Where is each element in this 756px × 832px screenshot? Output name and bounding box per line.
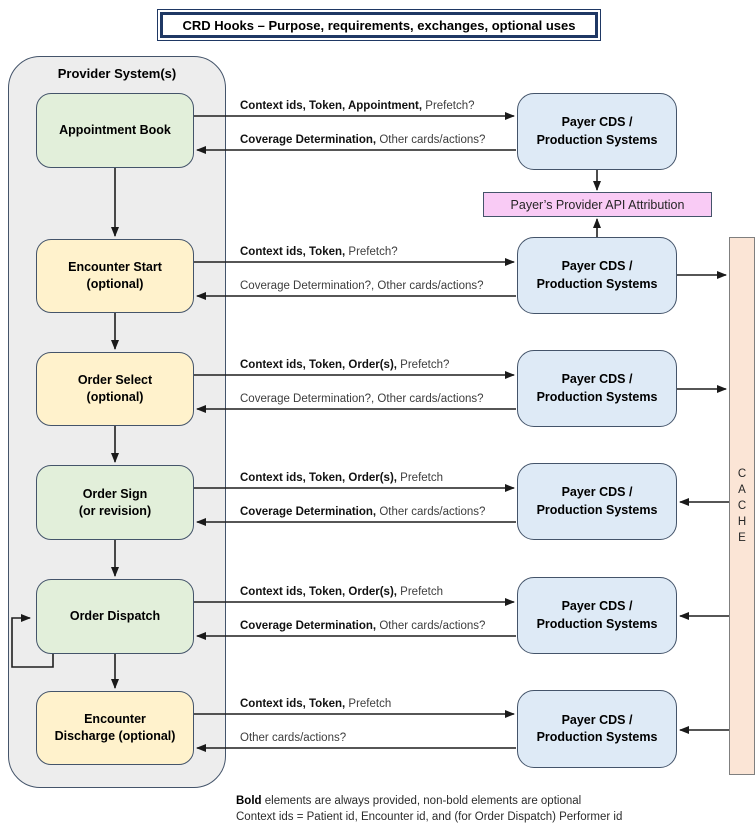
payer-cds-box-4: Payer CDS / Production Systems <box>517 463 677 540</box>
request-label-rest: Prefetch? <box>422 100 475 112</box>
payer-label-line2: Production Systems <box>536 616 658 631</box>
footer-bold-word: Bold <box>236 795 262 807</box>
request-label-rest: Prefetch <box>396 586 444 598</box>
request-label-bold: Context ids, Token, Appointment, <box>240 100 423 112</box>
payer-label-line2: Production Systems <box>536 502 658 517</box>
payer-label-line2: Production Systems <box>536 389 658 404</box>
hook-order-dispatch: Order Dispatch <box>36 579 194 654</box>
request-label-1: Context ids, Token, Appointment, Prefetc… <box>240 100 475 112</box>
hook-order-select: Order Select (optional) <box>36 352 194 426</box>
diagram-title: CRD Hooks – Purpose, requirements, excha… <box>160 12 598 38</box>
payer-cds-box-1: Payer CDS / Production Systems <box>517 93 677 170</box>
payer-label-line1: Payer CDS / <box>561 259 633 273</box>
payer-label-line1: Payer CDS / <box>561 372 633 386</box>
hook-order-sign: Order Sign (or revision) <box>36 465 194 540</box>
diagram-title-box: CRD Hooks – Purpose, requirements, excha… <box>157 9 601 41</box>
provider-systems-label: Provider System(s) <box>57 66 177 81</box>
request-label-bold: Context ids, Token, Order(s), <box>240 359 397 371</box>
hook-encounter-start: Encounter Start (optional) <box>36 239 194 313</box>
payer-label-line2: Production Systems <box>536 276 658 291</box>
hook-label-line1: Encounter <box>84 712 146 727</box>
hook-label-line2: Discharge (optional) <box>54 729 176 743</box>
cache-box: C A C H E <box>729 237 755 775</box>
hook-label-line2: (optional) <box>86 277 144 291</box>
request-label-3: Context ids, Token, Order(s), Prefetch? <box>240 359 449 371</box>
response-label-rest: Coverage Determination?, Other cards/act… <box>240 280 484 292</box>
response-label-2: Coverage Determination?, Other cards/act… <box>240 280 484 292</box>
response-label-bold: Coverage Determination, <box>240 134 377 146</box>
cache-letter: A <box>738 484 746 496</box>
hook-label-line1: Appointment Book <box>59 123 171 138</box>
request-label-rest: Prefetch <box>345 698 392 710</box>
request-label-rest: Prefetch? <box>396 359 450 371</box>
hook-label-line1: Order Dispatch <box>69 609 161 624</box>
response-label-rest: Other cards/actions? <box>376 134 486 146</box>
request-label-4: Context ids, Token, Order(s), Prefetch <box>240 472 443 484</box>
response-label-5: Coverage Determination, Other cards/acti… <box>240 620 485 632</box>
footer-notes: Bold elements are always provided, non-b… <box>236 794 622 825</box>
hook-appointment-book: Appointment Book <box>36 93 194 168</box>
payer-label-line1: Payer CDS / <box>561 115 633 129</box>
response-label-bold: Coverage Determination, <box>240 506 377 518</box>
footer-line1-rest: elements are always provided, non-bold e… <box>261 795 582 807</box>
hook-label-line2: (or revision) <box>78 503 152 518</box>
hook-encounter-discharge: Encounter Discharge (optional) <box>36 691 194 765</box>
footer-line-2: Context ids = Patient id, Encounter id, … <box>236 810 623 823</box>
request-label-bold: Context ids, Token, <box>240 246 346 258</box>
cache-letter: C <box>737 468 747 480</box>
payer-label-line1: Payer CDS / <box>561 712 633 727</box>
payer-provider-api-attribution-box: Payer’s Provider API Attribution <box>483 192 712 217</box>
payer-cds-box-2: Payer CDS / Production Systems <box>517 237 677 314</box>
payer-cds-box-5: Payer CDS / Production Systems <box>517 577 677 654</box>
payer-label-line1: Payer CDS / <box>561 485 633 499</box>
request-label-rest: Prefetch <box>396 472 444 484</box>
payer-label-line2: Production Systems <box>536 132 658 147</box>
response-label-6: Other cards/actions? <box>240 732 346 744</box>
request-label-2: Context ids, Token, Prefetch? <box>240 246 398 258</box>
payer-label-line1: Payer CDS / <box>561 599 633 613</box>
request-label-bold: Context ids, Token, <box>240 698 346 710</box>
hook-label-line1: Order Sign <box>82 486 148 501</box>
payer-cds-box-3: Payer CDS / Production Systems <box>517 350 677 427</box>
request-label-bold: Context ids, Token, Order(s), <box>240 472 397 484</box>
request-label-rest: Prefetch? <box>345 246 398 258</box>
request-label-5: Context ids, Token, Order(s), Prefetch <box>240 586 443 598</box>
hook-label-line2: (optional) <box>86 390 144 404</box>
response-label-rest: Coverage Determination?, Other cards/act… <box>240 393 484 405</box>
cache-letter: H <box>737 516 747 528</box>
hook-label-line1: Order Select <box>77 373 153 388</box>
hook-label-line1: Encounter Start <box>68 260 162 275</box>
response-label-rest: Other cards/actions? <box>240 732 347 744</box>
cache-letter: C <box>737 500 747 512</box>
response-label-rest: Other cards/actions? <box>376 506 486 518</box>
response-label-4: Coverage Determination, Other cards/acti… <box>240 506 485 518</box>
response-label-3: Coverage Determination?, Other cards/act… <box>240 393 484 405</box>
request-label-6: Context ids, Token, Prefetch <box>240 698 391 710</box>
cache-letter: E <box>738 532 746 544</box>
footer-line-1: Bold elements are always provided, non-b… <box>236 794 622 810</box>
response-label-rest: Other cards/actions? <box>376 620 486 632</box>
request-label-bold: Context ids, Token, Order(s), <box>240 586 397 598</box>
response-label-1: Coverage Determination, Other cards/acti… <box>240 134 485 146</box>
payer-label-line2: Production Systems <box>536 730 658 744</box>
payer-cds-box-6: Payer CDS / Production Systems <box>517 690 677 768</box>
response-label-bold: Coverage Determination, <box>240 620 377 632</box>
